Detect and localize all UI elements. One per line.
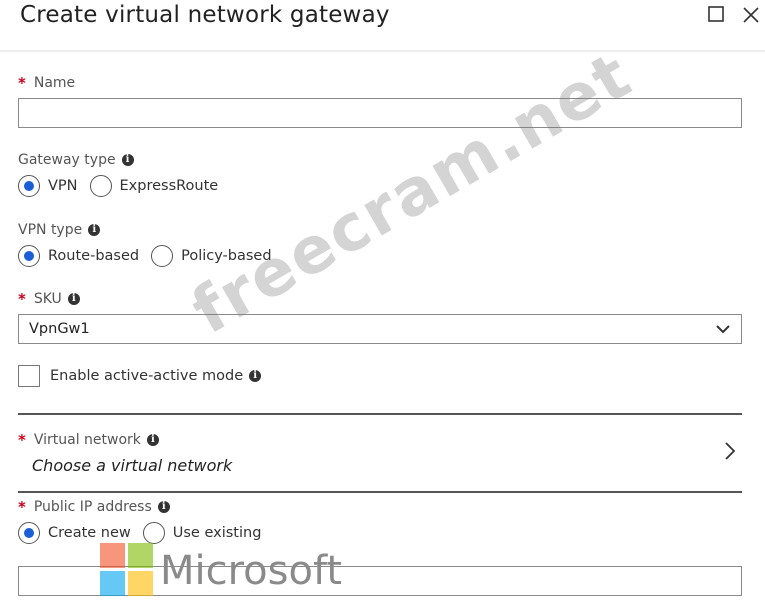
maximize-icon <box>708 6 724 22</box>
virtual-network-label-text: Virtual network <box>33 432 141 448</box>
info-icon[interactable]: i <box>67 293 80 305</box>
virtual-network-picker-button[interactable] <box>722 440 738 466</box>
name-label-text: Name <box>33 75 76 91</box>
name-input[interactable] <box>18 98 742 128</box>
public-ip-label-text: Public IP address <box>33 499 152 515</box>
watermark-text: freecram.net <box>180 38 645 350</box>
info-icon[interactable]: i <box>146 434 159 446</box>
required-marker: * <box>18 431 26 449</box>
radio-button[interactable] <box>18 175 40 197</box>
radio-label: ExpressRoute <box>119 178 219 194</box>
info-icon[interactable]: i <box>121 154 134 166</box>
section-divider <box>18 413 742 415</box>
radio-button[interactable] <box>18 245 40 267</box>
gateway-type-label: Gateway type i <box>18 152 134 168</box>
microsoft-brand-text: Microsoft <box>160 548 343 594</box>
name-label: * Name <box>18 74 75 92</box>
sku-selected-value: VpnGw1 <box>29 321 90 337</box>
radio-label: VPN <box>48 178 78 194</box>
radio-label: Use existing <box>172 525 262 541</box>
chevron-right-icon <box>725 442 736 460</box>
vpn-type-option-route-based[interactable]: Route-based <box>18 245 139 267</box>
gateway-type-label-text: Gateway type <box>18 152 116 168</box>
header-divider <box>0 50 765 52</box>
vpn-type-radio-group: Route-based Policy-based <box>18 245 284 267</box>
virtual-network-picker-value[interactable]: Choose a virtual network <box>32 456 233 475</box>
info-icon[interactable]: i <box>88 224 101 236</box>
gateway-type-option-vpn[interactable]: VPN <box>18 175 78 197</box>
section-divider <box>18 491 742 493</box>
sku-label-text: SKU <box>33 291 62 307</box>
close-icon <box>743 7 759 23</box>
page-title: Create virtual network gateway <box>20 2 390 28</box>
gateway-type-radio-group: VPN ExpressRoute <box>18 175 230 197</box>
maximize-button[interactable] <box>706 4 728 26</box>
gateway-type-option-expressroute[interactable]: ExpressRoute <box>89 175 219 197</box>
radio-label: Policy-based <box>181 248 272 264</box>
radio-button[interactable] <box>151 245 174 267</box>
radio-button[interactable] <box>142 522 165 544</box>
public-ip-label: * Public IP address i <box>18 498 170 516</box>
microsoft-logo-icon <box>100 543 154 597</box>
required-marker: * <box>18 290 26 308</box>
radio-button[interactable] <box>89 175 112 197</box>
sku-label: * SKU i <box>18 290 80 308</box>
chevron-down-icon <box>716 325 730 334</box>
public-ip-option-create-new[interactable]: Create new <box>18 522 131 544</box>
vpn-type-label: VPN type i <box>18 222 101 238</box>
sku-dropdown[interactable]: VpnGw1 <box>18 314 742 344</box>
info-icon[interactable]: i <box>249 370 262 382</box>
vpn-type-option-policy-based[interactable]: Policy-based <box>151 245 272 267</box>
radio-button[interactable] <box>18 522 40 544</box>
virtual-network-label: * Virtual network i <box>18 431 159 449</box>
public-ip-radio-group: Create new Use existing <box>18 522 273 544</box>
required-marker: * <box>18 498 26 516</box>
radio-label: Create new <box>48 525 131 541</box>
public-ip-option-use-existing[interactable]: Use existing <box>142 522 262 544</box>
active-active-checkbox[interactable] <box>18 365 40 387</box>
info-icon[interactable]: i <box>157 501 170 513</box>
active-active-label: Enable active-active mode <box>50 368 244 384</box>
required-marker: * <box>18 74 26 92</box>
vpn-type-label-text: VPN type <box>18 222 83 238</box>
radio-label: Route-based <box>48 248 140 264</box>
active-active-row: Enable active-active mode i <box>18 365 262 387</box>
close-button[interactable] <box>740 4 762 26</box>
